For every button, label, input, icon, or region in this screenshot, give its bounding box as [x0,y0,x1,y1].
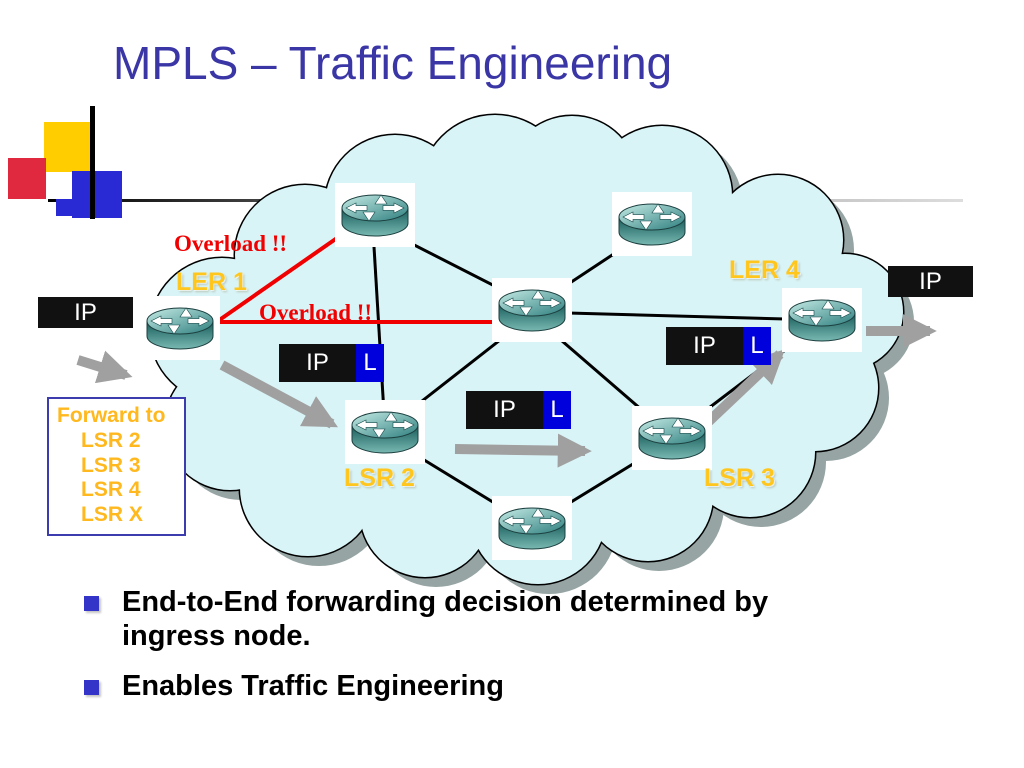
decoration-yellow-square [44,122,93,172]
router-icon-top-left [335,183,415,247]
forwarding-table-entry: LSR 3 [81,453,141,477]
decoration-blue-square [72,171,122,218]
node-label-lsr2: LSR 2 [344,464,415,492]
traffic-arrows [76,313,937,468]
bullet-text: Enables Traffic Engineering [122,670,504,702]
page-title: MPLS – Traffic Engineering [113,37,673,89]
forwarding-table-title: Forward to [57,404,166,427]
bullet-text: End-to-End forwarding decision determine… [122,586,769,652]
ip-packet-text: IP [38,297,133,328]
ip-packet-text: IP [466,391,543,429]
forwarding-table-entry: LSR 2 [81,428,141,452]
decoration-vertical-line [90,106,95,219]
forwarding-table-entry: LSR X [81,503,143,527]
node-label-lsr3: LSR 3 [704,464,775,492]
mpls-label-text: L [543,391,571,429]
link [371,229,387,431]
mpls-label-text: L [743,327,771,365]
router-icon-core [492,278,572,342]
labeled-packet-1: IP L [279,344,384,382]
decoration-red-square [8,158,46,199]
router-icon-lsr2 [345,400,425,464]
router-icon-ler4 [782,288,862,352]
router-icon-ler1 [140,296,220,360]
bullet-square-icon [84,596,99,611]
mpls-label-text: L [356,344,384,382]
bullet-item-2: Enables Traffic Engineering [84,670,504,704]
ip-packet-text: IP [279,344,356,382]
overload-label-1: Overload !! [174,231,288,256]
decoration-blue-square-small [56,199,73,216]
overload-link [203,220,362,332]
forwarding-table-entry: LSR 4 [81,478,141,502]
router-icon-lsr3 [632,406,712,470]
overload-links [203,220,520,332]
link [531,310,823,322]
gray-arrow-icon [219,360,338,429]
ip-packet-egress: IP [888,266,973,297]
bullet-square-icon [84,680,99,695]
gray-arrow-icon [76,350,133,384]
forwarding-table: Forward to LSR 2 LSR 3 LSR 4 LSR X [47,397,186,536]
overload-label-2: Overload !! [259,300,373,325]
labeled-packet-2: IP L [466,391,571,429]
gray-arrow-icon [454,433,592,468]
labeled-packet-3: IP L [666,327,771,365]
router-icon-bottom [492,496,572,560]
ip-packet-text: IP [888,266,973,297]
ip-packet-ingress: IP [38,297,133,328]
gray-arrow-icon [701,349,785,429]
node-label-ler4: LER 4 [729,256,800,284]
ip-packet-text: IP [666,327,743,365]
node-label-ler1: LER 1 [176,268,247,296]
router-icon-top-right [612,192,692,256]
bullet-item-1: End-to-End forwarding decision determine… [84,586,867,654]
